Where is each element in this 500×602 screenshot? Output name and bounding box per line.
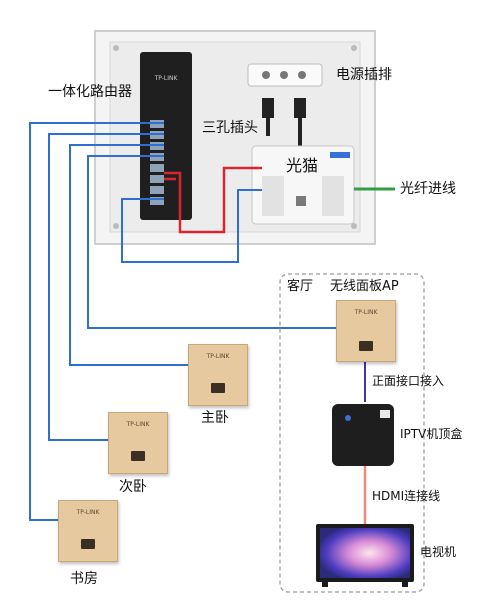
iptv-box-front xyxy=(380,410,390,418)
panel-port xyxy=(211,383,225,393)
three-pin-plug-label: 三孔插头 xyxy=(202,120,258,136)
second-bedroom-panel: TP-LINK xyxy=(108,412,168,474)
plug-icon xyxy=(294,98,306,118)
study-label: 书房 xyxy=(70,571,98,587)
living-room-zone xyxy=(279,273,425,593)
router-port xyxy=(150,175,164,183)
iptv-box-label: IPTV机顶盒 xyxy=(400,427,463,441)
panel-port xyxy=(81,539,95,549)
socket-hole xyxy=(262,71,270,79)
screw-hole xyxy=(351,223,357,229)
router-label: 一体化路由器 xyxy=(48,84,132,100)
panel-brand: TP-LINK xyxy=(126,421,150,428)
second-bedroom-label: 次卧 xyxy=(119,479,147,495)
router-port xyxy=(150,186,164,194)
master-bedroom-panel: TP-LINK xyxy=(188,344,248,406)
blue-cable xyxy=(121,189,262,263)
tv-stand xyxy=(322,582,328,587)
iptv-logo xyxy=(345,415,351,421)
plug-icon xyxy=(262,98,274,118)
tv-stand xyxy=(402,582,408,587)
red-cable xyxy=(164,166,262,234)
power-strip-label: 电源插排 xyxy=(336,67,392,83)
panel-brand: TP-LINK xyxy=(206,353,230,360)
screw-hole xyxy=(113,45,119,51)
optical-modem-label: 光猫 xyxy=(286,156,319,175)
panel-port xyxy=(131,451,145,461)
fiber-in-label: 光纤进线 xyxy=(400,181,456,197)
master-bedroom-label: 主卧 xyxy=(201,410,229,426)
socket-hole xyxy=(298,71,306,79)
wireless-ap-label: 无线面板AP xyxy=(330,279,399,294)
optical-modem-vent xyxy=(262,176,284,216)
router-port xyxy=(150,197,164,205)
screw-hole xyxy=(351,45,357,51)
tv-label: 电视机 xyxy=(420,545,457,559)
living-room-label: 客厅 xyxy=(287,279,314,294)
front-port-label: 正面接口接入 xyxy=(372,374,445,388)
blue-cable-living-ap xyxy=(87,155,336,329)
telecom-logo xyxy=(330,152,350,158)
tv-screen xyxy=(320,528,410,578)
panel-brand: TP-LINK xyxy=(354,309,378,316)
socket-hole xyxy=(280,71,288,79)
router-brand: TP-LINK xyxy=(154,75,179,82)
panel-brand: TP-LINK xyxy=(76,509,100,516)
blue-cable-second-bedroom xyxy=(48,133,164,441)
hdmi-cable-label: HDMI连接线 xyxy=(372,489,441,503)
panel-port xyxy=(359,341,373,351)
optical-modem-port xyxy=(296,196,306,206)
study-panel: TP-LINK xyxy=(58,500,118,562)
blue-cable-master-bedroom xyxy=(69,144,190,366)
screw-hole xyxy=(113,223,119,229)
router-port xyxy=(150,164,164,172)
blue-cable-study xyxy=(29,122,164,521)
optical-modem-vent xyxy=(322,176,344,216)
wireless-ap-panel: TP-LINK xyxy=(336,300,396,362)
